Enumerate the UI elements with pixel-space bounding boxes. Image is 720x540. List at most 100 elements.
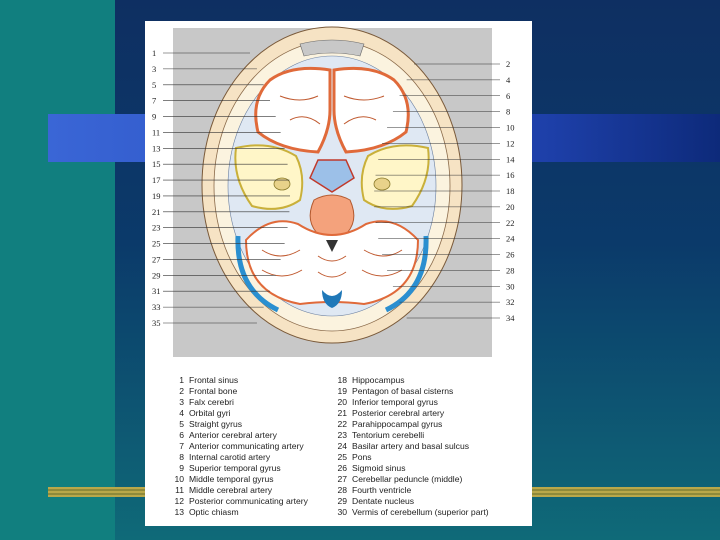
figure-label-number: 2 [506,59,510,69]
figure-label-number: 29 [152,270,161,280]
legend-item: 6 Anterior cerebral artery [170,430,330,441]
figure-label-number: 6 [506,91,510,101]
legend-text: Anterior cerebral artery [189,430,277,440]
legend-text: Superior temporal gyrus [189,463,281,473]
legend-item: 12 Posterior communicating artery [170,496,330,507]
legend-number: 20 [337,397,347,407]
legend-number: 23 [337,430,347,440]
legend-item: 11 Middle cerebral artery [170,485,330,496]
legend-number: 4 [179,408,184,418]
hippocampus-right [373,177,391,191]
legend-text: Middle cerebral artery [189,485,273,495]
legend-text: Pentagon of basal cisterns [352,386,454,396]
sigmoid-sinus-right [384,235,429,313]
figure-label-number: 25 [152,239,161,249]
legend-number: 24 [337,441,347,451]
figure-label-number: 13 [152,143,161,153]
legend-text: Sigmoid sinus [352,463,406,473]
figure-label-number: 26 [506,250,515,260]
legend-item: 20 Inferior temporal gyrus [333,397,503,408]
legend-text: Inferior temporal gyrus [352,397,438,407]
figure-label-number: 9 [152,112,156,122]
figure-label-number: 10 [506,123,515,133]
figure-label-number: 32 [506,297,515,307]
legend-number: 6 [179,430,184,440]
legend-text: Frontal bone [189,386,238,396]
figure-label-number: 3 [152,64,156,74]
legend-text: Dentate nucleus [352,496,415,506]
figure-label-number: 18 [506,186,515,196]
legend-text: Internal carotid artery [189,452,271,462]
legend-text: Pons [352,452,372,462]
figure-label-number: 8 [506,107,510,117]
frontal-sulci [279,95,385,125]
legend-text: Middle temporal gyrus [189,474,274,484]
legend-number: 12 [174,496,184,506]
legend-text: Posterior communicating artery [189,496,308,506]
legend-number: 10 [174,474,184,484]
frontal-lobe-right [332,66,410,154]
legend-text: Cerebellar peduncle (middle) [352,474,463,484]
legend-text: Parahippocampal gyrus [352,419,443,429]
figure-label-number: 34 [506,313,515,323]
legend-number: 18 [337,375,347,385]
confluence-sinus [322,290,342,308]
legend-text: Basilar artery and basal sulcus [352,441,470,451]
legend-item: 18 Hippocampus [333,375,503,386]
legend-item: 8 Internal carotid artery [170,452,330,463]
legend-item: 26 Sigmoid sinus [333,463,503,474]
legend-item: 27 Cerebellar peduncle (middle) [333,474,503,485]
legend-number: 27 [337,474,347,484]
figure-label-number: 33 [152,302,161,312]
legend-text: Vermis of cerebellum (superior part) [352,507,489,517]
legend-number: 28 [337,485,347,495]
legend-text: Frontal sinus [189,375,239,385]
legend-number: 8 [179,452,184,462]
legend-number: 13 [174,507,184,517]
figure-label-number: 4 [506,75,511,85]
figure-label-number: 17 [152,175,161,185]
basal-cisterns [309,159,355,193]
figure-label-number: 24 [506,234,515,244]
legend-item: 25 Pons [333,452,503,463]
legend-column-2: 18 Hippocampus 19 Pentagon of basal cistern… [333,375,503,518]
figure-label-number: 27 [152,254,161,264]
legend-number: 26 [337,463,347,473]
figure-label-number: 16 [506,170,515,180]
legend-number: 1 [179,375,184,385]
figure-label-number: 23 [152,223,161,233]
legend-number: 30 [337,507,347,517]
figure-label-number: 20 [506,202,515,212]
frontal-lobe-left [254,66,332,154]
legend-item: 10 Middle temporal gyrus [170,474,330,485]
temporal-lobe-left [234,144,304,210]
legend-item: 30 Vermis of cerebellum (superior part) [333,507,503,518]
legend-number: 19 [337,386,347,396]
figure-label-number: 5 [152,80,156,90]
cerebellum [244,220,420,306]
fourth-ventricle [326,240,338,252]
legend-number: 3 [179,397,184,407]
legend-number: 21 [337,408,347,418]
legend-number: 11 [175,485,184,495]
figure-label-number: 11 [152,127,160,137]
legend-item: 19 Pentagon of basal cisterns [333,386,503,397]
figure-label-number: 12 [506,138,515,148]
legend-text: Orbital gyri [189,408,231,418]
legend-number: 25 [337,452,347,462]
temporal-lobe-right [360,144,430,210]
figure-label-number: 14 [506,154,515,164]
figure-label-number: 21 [152,207,161,217]
legend-text: Hippocampus [352,375,405,385]
figure-label-number: 30 [506,281,515,291]
